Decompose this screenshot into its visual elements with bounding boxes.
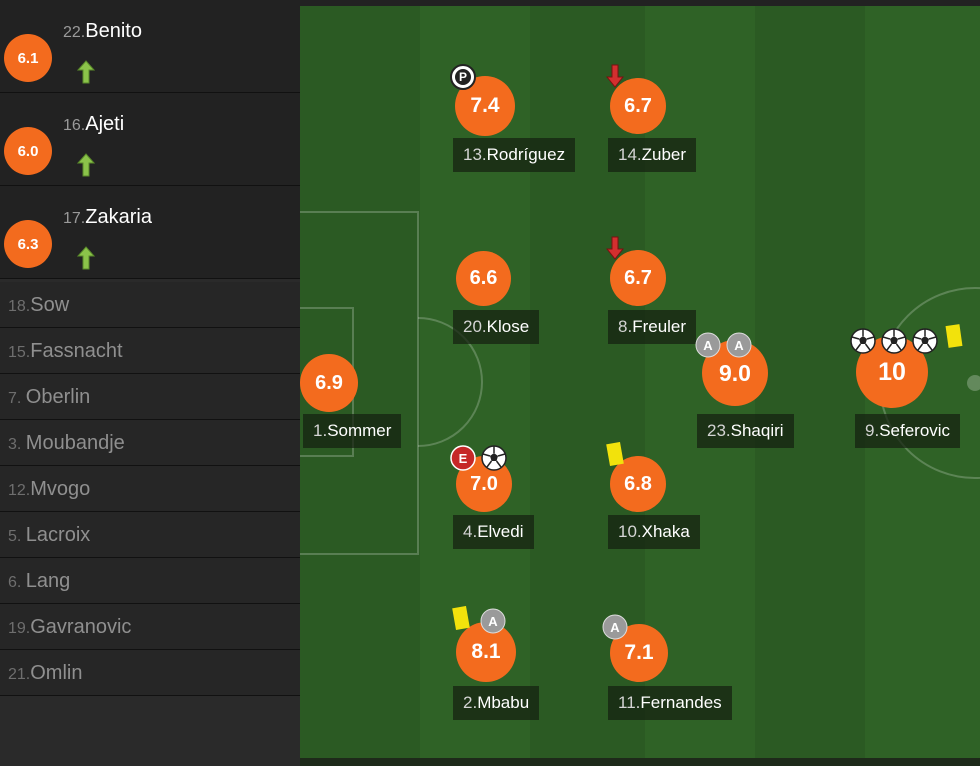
player-number: 18. <box>8 298 31 315</box>
bench-row[interactable]: 19.Gavranovic <box>0 604 300 650</box>
sub-out-arrow-icon <box>606 64 624 88</box>
substitute-row[interactable]: 6.0 16.Ajeti <box>0 93 300 186</box>
player-number: 16. <box>63 117 86 134</box>
player-number: 23. <box>707 421 731 440</box>
player-number: 15. <box>8 344 31 361</box>
football-icon <box>850 328 876 354</box>
pitch: 7.4 13.Rodríguez P 6.7 14.Zuber 6.6 20.K… <box>300 0 980 766</box>
pitch-stripe <box>755 0 865 766</box>
player-name: Lacroix <box>25 524 91 546</box>
bench-row[interactable]: 3. Moubandje <box>0 420 300 466</box>
player-name: Elvedi <box>477 522 524 541</box>
player-name: Klose <box>486 317 530 336</box>
player-number: 22. <box>63 24 86 41</box>
player-rating: 7.1 <box>610 624 668 682</box>
player-number: 5. <box>8 528 26 545</box>
player-number: 2. <box>463 693 478 712</box>
assist-icon: A <box>480 608 506 634</box>
yellow-card-icon <box>606 442 624 467</box>
substitute-row[interactable]: 6.1 22.Benito <box>0 0 300 93</box>
player-name: Gavranovic <box>30 616 132 638</box>
player-name: Zakaria <box>85 206 152 228</box>
assist-icon: A <box>695 332 721 358</box>
svg-text:E: E <box>459 451 468 466</box>
bench-row[interactable]: 18.Sow <box>0 282 300 328</box>
sub-in-arrow-icon <box>77 60 95 84</box>
player-name: Fassnacht <box>30 340 123 362</box>
player-number: 19. <box>8 620 31 637</box>
player-rating: 6.6 <box>456 251 511 306</box>
bench-row[interactable]: 5. Lacroix <box>0 512 300 558</box>
penalty-icon: P <box>450 64 476 90</box>
player-number: 10. <box>618 522 642 541</box>
player-number: 8. <box>618 317 633 336</box>
player-name: Lang <box>25 570 71 592</box>
yellow-card-icon <box>945 324 963 348</box>
player-name: Xhaka <box>641 522 690 541</box>
substitutes-sidebar: 6.1 22.Benito 6.0 16.Ajeti 6.3 17.Zakari… <box>0 0 300 766</box>
player-name: Sommer <box>327 421 392 440</box>
player-number: 17. <box>63 210 86 227</box>
player-rating: 6.9 <box>300 354 358 412</box>
sub-in-arrow-icon <box>77 153 95 177</box>
yellow-card-icon <box>452 606 470 631</box>
player-name: Shaqiri <box>730 421 784 440</box>
player-rating: 6.0 <box>4 127 52 175</box>
player-name: Omlin <box>30 662 83 684</box>
player-rating: 6.7 <box>610 250 666 306</box>
player-number: 20. <box>463 317 487 336</box>
player-number: 3. <box>8 436 26 453</box>
player-name: Ajeti <box>85 113 125 135</box>
player-name: Mbabu <box>477 693 530 712</box>
player-name: Freuler <box>632 317 687 336</box>
football-icon <box>912 328 938 354</box>
player-name: Moubandje <box>25 432 125 454</box>
player-number: 4. <box>463 522 478 541</box>
football-icon <box>481 445 507 471</box>
player-name: Mvogo <box>30 478 91 500</box>
bench-row[interactable]: 21.Omlin <box>0 650 300 696</box>
player-number: 6. <box>8 574 26 591</box>
player-name: Zuber <box>641 145 687 164</box>
pitch-top-border <box>300 0 980 6</box>
player-rating: 6.7 <box>610 78 666 134</box>
player-number: 11. <box>618 693 641 712</box>
svg-text:A: A <box>610 620 620 635</box>
svg-text:A: A <box>703 338 713 353</box>
player-rating: 6.3 <box>4 220 52 268</box>
pitch-bottom-border <box>300 758 980 766</box>
player-name: Oberlin <box>25 386 91 408</box>
player-name: Benito <box>85 20 142 42</box>
player-number: 21. <box>8 666 31 683</box>
svg-text:A: A <box>488 614 498 629</box>
substitute-row[interactable]: 6.3 17.Zakaria <box>0 186 300 279</box>
bench-row[interactable]: 15.Fassnacht <box>0 328 300 374</box>
assist-icon: A <box>726 332 752 358</box>
football-icon <box>881 328 907 354</box>
bench-row[interactable]: 6. Lang <box>0 558 300 604</box>
player-rating: 6.8 <box>610 456 666 512</box>
svg-text:P: P <box>459 70 467 84</box>
assist-icon: A <box>602 614 628 640</box>
player-name: Seferovic <box>879 421 951 440</box>
player-rating: 8.1 <box>456 622 516 682</box>
player-name: Fernandes <box>640 693 722 712</box>
player-number: 12. <box>8 482 31 499</box>
player-number: 13. <box>463 145 487 164</box>
player-number: 1. <box>313 421 328 440</box>
player-number: 7. <box>8 390 26 407</box>
player-number: 9. <box>865 421 880 440</box>
player-name: Rodríguez <box>486 145 566 164</box>
player-name: Sow <box>30 294 70 316</box>
bench-row[interactable]: 7. Oberlin <box>0 374 300 420</box>
svg-text:A: A <box>734 338 744 353</box>
player-number: 14. <box>618 145 642 164</box>
sub-out-arrow-icon <box>606 236 624 260</box>
sub-in-arrow-icon <box>77 246 95 270</box>
bench-row[interactable]: 12.Mvogo <box>0 466 300 512</box>
error-icon: E <box>450 445 476 471</box>
player-rating: 6.1 <box>4 34 52 82</box>
